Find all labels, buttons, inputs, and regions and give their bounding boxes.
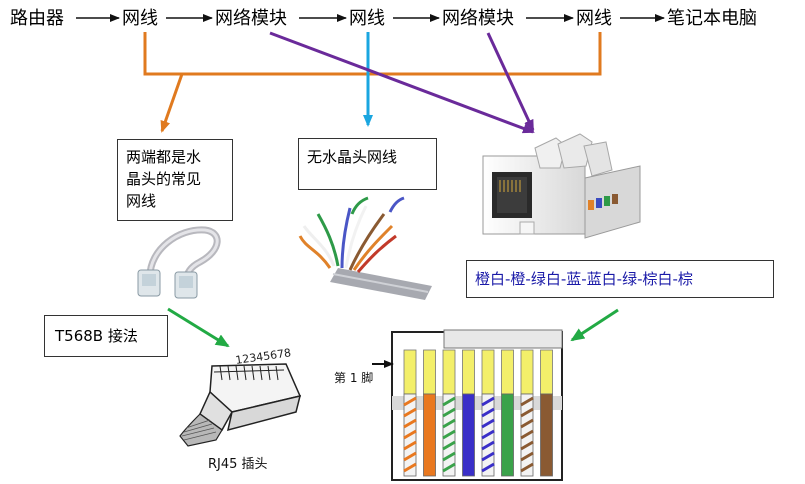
callout-both-ends-line-3: 网线 — [126, 192, 157, 210]
rj45-plug-caption: RJ45 插头 — [208, 457, 268, 472]
wire-stripe — [403, 407, 417, 418]
chain-module-1: 网络模块 — [215, 8, 287, 29]
pin-5 — [481, 349, 495, 395]
pin-1 — [403, 349, 417, 395]
wire-stripe — [520, 440, 534, 451]
callout-both-ends-line-1: 两端都是水 — [126, 148, 202, 166]
chain-module-2: 网络模块 — [442, 8, 514, 29]
orange-arrow — [160, 73, 184, 133]
callout-both-ends-line-2: 晶头的常见 — [126, 170, 202, 188]
wire-stripe — [520, 407, 534, 418]
callout-no-head: 无水晶头网线 — [298, 138, 437, 190]
wire-stripe — [403, 418, 417, 429]
wiring-diagram-image: 第 1 脚 — [334, 329, 563, 481]
wire-stripe — [403, 451, 417, 462]
purple-arrow-right — [486, 32, 535, 132]
callout-color-order-text: 橙白-橙-绿白-蓝-蓝白-绿-棕白-棕 — [475, 270, 693, 288]
pin-2 — [423, 349, 436, 395]
wire-stripe — [520, 418, 534, 429]
chain-laptop: 笔记本电脑 — [667, 8, 757, 29]
chain-cable-3: 网线 — [576, 8, 612, 29]
pin1-label: 第 1 脚 — [334, 370, 373, 385]
chain-router: 路由器 — [10, 8, 64, 29]
wire-stripe — [520, 451, 534, 462]
wire-stripe — [481, 396, 495, 407]
wire-group — [403, 349, 553, 477]
callout-both-ends: 两端都是水 晶头的常见 网线 — [117, 139, 233, 221]
green-arrows — [167, 307, 619, 348]
plug-band — [392, 396, 562, 410]
wire-orange — [423, 393, 436, 477]
wire-stripe — [481, 440, 495, 451]
green-arrow-wiring — [570, 308, 619, 342]
purple-connector — [269, 31, 535, 134]
rj45-plug-image: 12345678 RJ45 插头 — [179, 346, 302, 472]
pin-8 — [540, 349, 553, 395]
wire-stripe — [481, 429, 495, 440]
wire-stripe — [481, 451, 495, 462]
pin-7 — [520, 349, 534, 395]
orange-bracket — [143, 32, 602, 76]
chain-cable-1: 网线 — [122, 8, 158, 29]
patch-cable-image — [137, 226, 221, 299]
callout-t568b-text: T568B 接法 — [55, 327, 138, 345]
wire-stripe — [442, 396, 456, 407]
wire-stripe — [481, 462, 495, 473]
wire-stripe — [481, 407, 495, 418]
green-arrow-rj45 — [167, 307, 230, 348]
wire-stripe — [403, 429, 417, 440]
wire-stripe — [520, 462, 534, 473]
bare-wires-image — [298, 196, 432, 300]
wire-stripe — [442, 462, 456, 473]
wire-blue — [462, 393, 475, 477]
wire-stripe — [442, 407, 456, 418]
pin-3 — [442, 349, 456, 395]
chain-cable-2: 网线 — [349, 8, 385, 29]
wire-stripe — [520, 429, 534, 440]
wire-stripe — [442, 429, 456, 440]
orange-connector — [143, 32, 602, 133]
purple-arrow-left — [269, 31, 535, 134]
wire-brown — [540, 393, 553, 477]
pin-4 — [462, 349, 475, 395]
wire-stripe — [403, 462, 417, 473]
wire-stripe — [442, 440, 456, 451]
wire-green — [501, 393, 514, 477]
callout-color-order: 橙白-橙-绿白-蓝-蓝白-绿-棕白-棕 — [466, 260, 774, 298]
wire-stripe — [520, 396, 534, 407]
pin-6 — [501, 349, 514, 395]
wire-stripe — [403, 396, 417, 407]
keystone-module-image — [482, 133, 641, 239]
wire-stripe — [442, 451, 456, 462]
wire-stripe — [481, 418, 495, 429]
wire-stripe — [403, 440, 417, 451]
callout-no-head-text: 无水晶头网线 — [307, 148, 398, 166]
callout-t568b: T568B 接法 — [44, 315, 168, 357]
plug-top — [443, 329, 563, 349]
wire-stripe — [442, 418, 456, 429]
